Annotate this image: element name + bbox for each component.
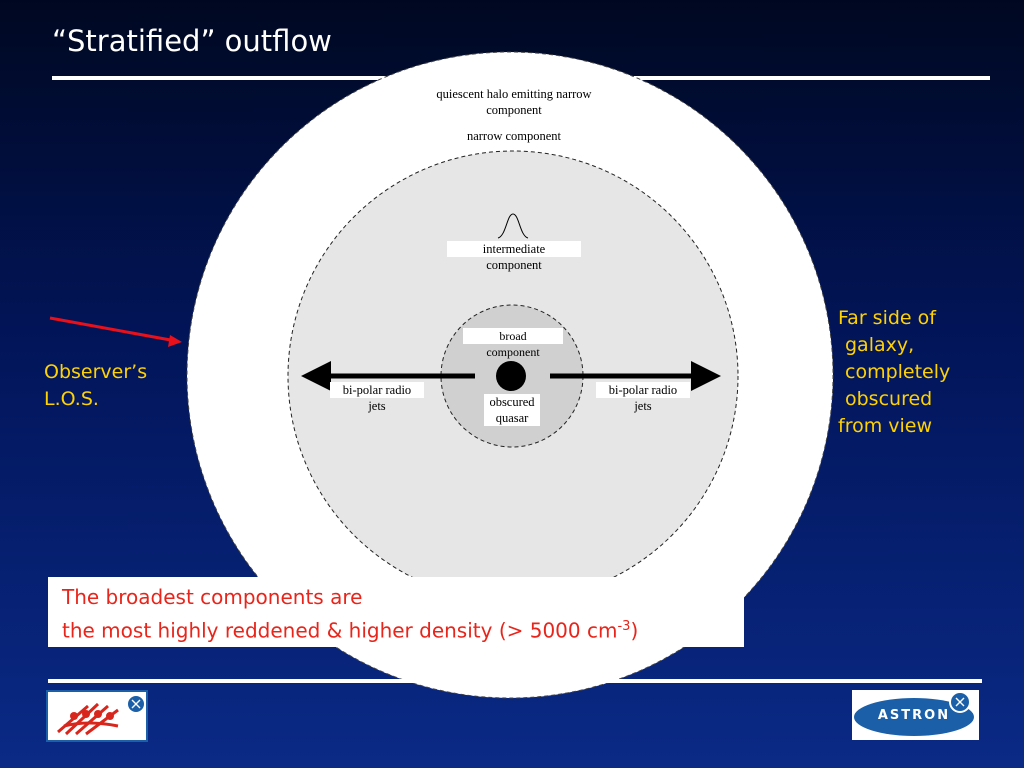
quasar-line1: obscured xyxy=(489,395,535,409)
quasar-label: obscured quasar xyxy=(484,394,540,426)
halo-label: quiescent halo emitting narrow component xyxy=(414,86,614,118)
farside-line4: obscured xyxy=(845,388,933,410)
intermediate-line-profile-icon xyxy=(497,213,529,239)
observer-los-arrowhead xyxy=(168,335,182,347)
callout-superscript: -3 xyxy=(617,619,631,634)
quasar-line2: quasar xyxy=(495,411,529,425)
callout-line2-suffix: ) xyxy=(630,618,639,643)
intermediate-line1: intermediate xyxy=(482,242,546,256)
intermediate-line2: component xyxy=(447,257,581,273)
narrow-component-label: narrow component xyxy=(466,129,562,143)
astron-logo-icon xyxy=(854,691,974,736)
farside-line2: galaxy, xyxy=(845,334,915,356)
halo-label-line1: quiescent halo emitting narrow xyxy=(436,87,592,101)
callout-line2-text: the most highly reddened & higher densit… xyxy=(62,618,618,643)
intermediate-component-label: intermediate component xyxy=(447,241,581,273)
jet-left-line2: jets xyxy=(330,398,424,414)
rowers-logo-icon xyxy=(57,696,144,736)
farside-line3: completely xyxy=(845,361,951,383)
callout-line2: the most highly reddened & higher densit… xyxy=(62,612,744,646)
observer-line1: Observer’s xyxy=(44,361,148,383)
left-institution-logo xyxy=(46,690,148,742)
farside-line5: from view xyxy=(838,415,933,437)
slide-title: “Stratified” outflow xyxy=(52,24,332,58)
astron-logo-text: ASTRON xyxy=(877,708,951,723)
footer-divider xyxy=(48,679,982,683)
quasar-dot xyxy=(496,361,526,391)
jet-right-line1: bi-polar radio xyxy=(608,383,678,397)
farside-line1: Far side of xyxy=(838,307,936,329)
jet-left-label: bi-polar radio jets xyxy=(330,382,424,414)
broad-line1: broad xyxy=(499,329,527,343)
jet-left-line1: bi-polar radio xyxy=(342,383,412,397)
observer-los-arrow xyxy=(49,316,177,343)
callout-line1: The broadest components are xyxy=(62,585,363,609)
broad-line2: component xyxy=(463,344,563,360)
astron-logo: ASTRON xyxy=(852,690,979,740)
jet-right-label: bi-polar radio jets xyxy=(596,382,690,414)
farside-annotation: Far side of galaxy, completely obscured … xyxy=(838,305,950,440)
jet-right-line2: jets xyxy=(596,398,690,414)
observer-line2: L.O.S. xyxy=(44,388,99,410)
conclusion-callout: The broadest components are the most hig… xyxy=(48,577,744,647)
broad-component-label: broad component xyxy=(463,328,563,360)
observer-annotation: Observer’s L.O.S. xyxy=(44,359,147,413)
halo-label-line2: component xyxy=(486,103,542,117)
